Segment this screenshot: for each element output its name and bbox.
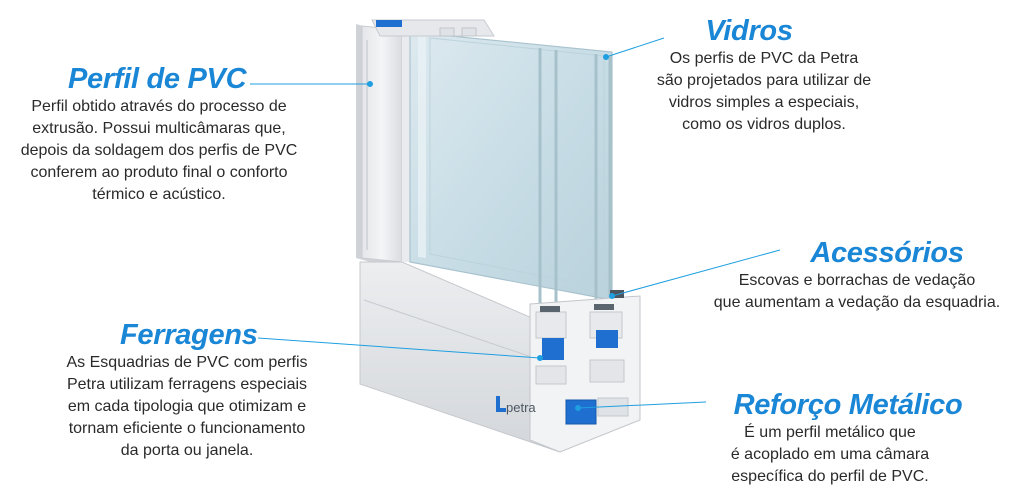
petra-logo: petra — [496, 396, 536, 415]
callout-acessorios-text: Escovas e borrachas de vedação que aumen… — [713, 272, 1001, 311]
callout-reforco-metalico: Reforço Metálico É um perfil metálico qu… — [680, 388, 980, 488]
callout-perfil-pvc-text: Perfil obtido através do processo de ext… — [20, 98, 298, 203]
callout-perfil-pvc-title: Perfil de PVC — [68, 63, 247, 95]
callout-ferragens: Ferragens As Esquadrias de PVC com perfi… — [28, 318, 346, 462]
top-profile — [371, 19, 495, 37]
hardware-blue-part — [542, 338, 564, 360]
leader-ferragens — [257, 337, 541, 359]
callout-vidros: Vidros Os perfis de PVC da Petra são pro… — [626, 14, 902, 136]
callout-vidros-text: Os perfis de PVC da Petra são projetados… — [656, 50, 872, 133]
leader-acessorios — [611, 249, 781, 297]
callout-reforco-text: É um perfil metálico que é acoplado em u… — [730, 424, 930, 485]
leader-reforco — [577, 401, 707, 409]
callout-acessorios: Acessórios Escovas e borrachas de vedaçã… — [690, 236, 1024, 314]
sash-cross-section — [529, 290, 641, 453]
leader-lines — [250, 37, 781, 411]
leader-perfil-dot — [367, 81, 373, 87]
seal-brush — [540, 306, 560, 312]
callout-perfil-pvc: Perfil de PVC Perfil obtido através do p… — [0, 62, 318, 206]
leader-vidros — [605, 37, 665, 58]
callout-vidros-title: Vidros — [705, 15, 793, 47]
petra-logo-text: petra — [506, 400, 536, 415]
callout-acessorios-title: Acessórios — [810, 237, 964, 269]
callout-reforco-title: Reforço Metálico — [733, 389, 963, 421]
metal-reinforcement — [565, 399, 597, 425]
callout-ferragens-title: Ferragens — [120, 319, 258, 351]
callout-ferragens-text: As Esquadrias de PVC com perfis Petra ut… — [66, 354, 308, 459]
